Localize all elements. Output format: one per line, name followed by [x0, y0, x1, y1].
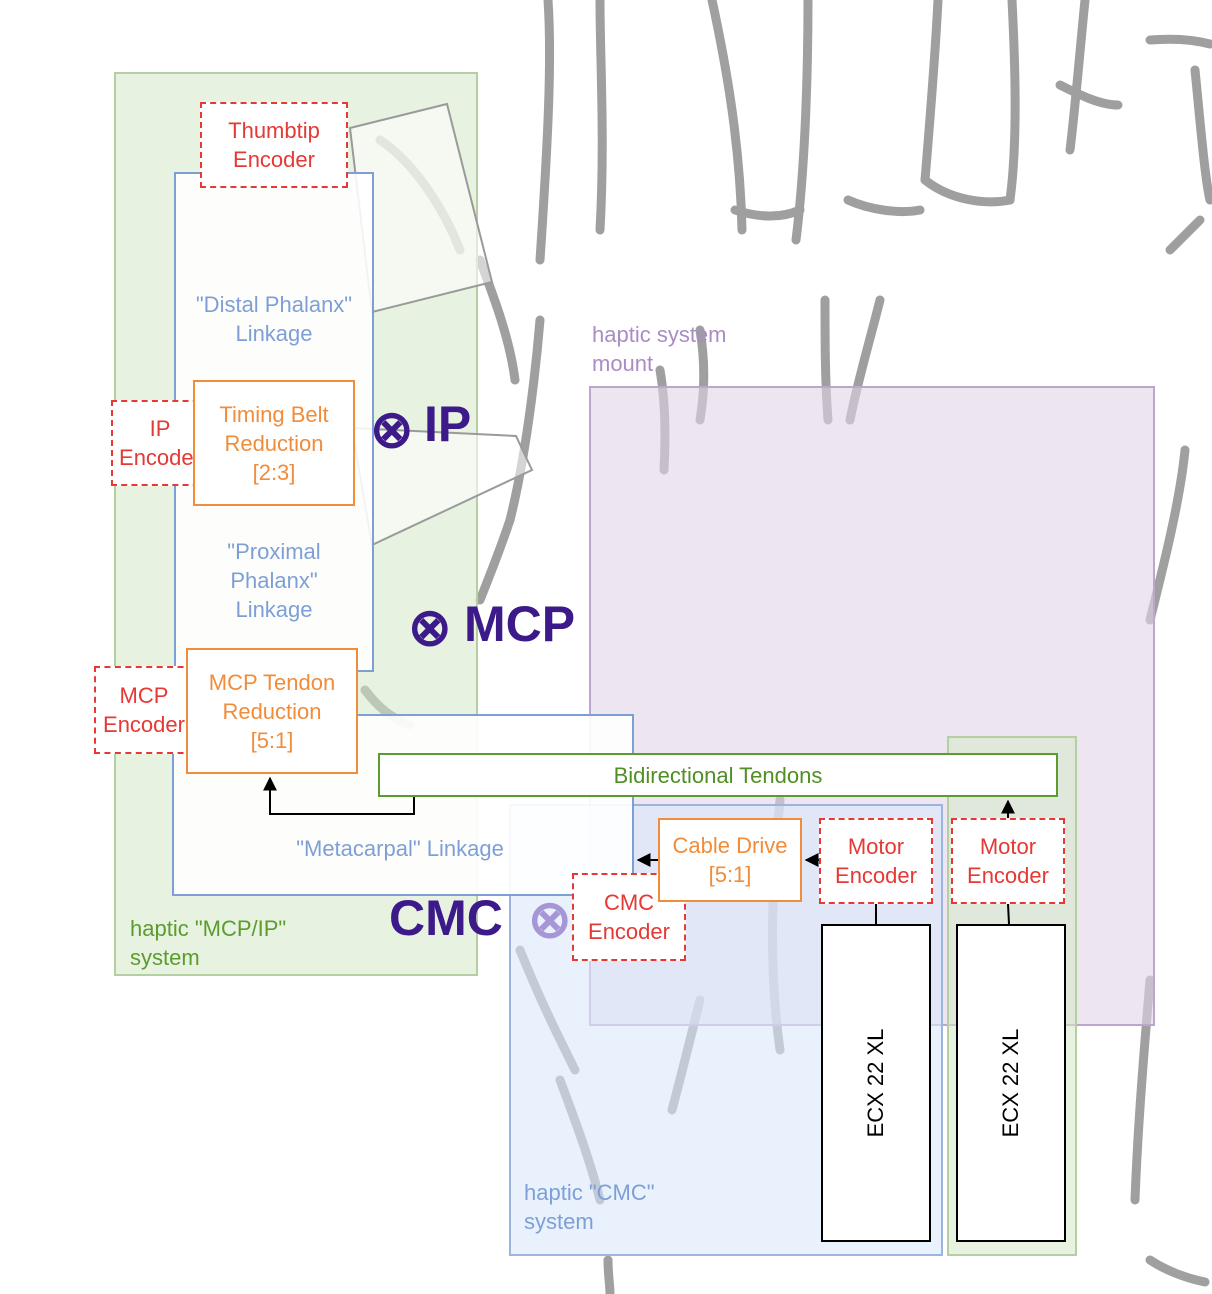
bidirectional-tendons: Bidirectional Tendons	[378, 753, 1058, 797]
proximal-phalanx-label: "Proximal Phalanx" Linkage	[227, 538, 321, 622]
cmc-system-label: haptic "CMC" system	[524, 1180, 655, 1234]
cmc-joint-label: CMC	[389, 890, 503, 946]
motor-encoder-1: Motor Encoder	[819, 818, 933, 904]
ip-encoder: IP Encoder	[111, 400, 209, 486]
mcp-tendon-reduction: MCP Tendon Reduction [5:1]	[186, 648, 358, 774]
distal-phalanx-label: "Distal Phalanx" Linkage	[195, 292, 353, 346]
cmc-joint-symbol: ⊗	[528, 891, 572, 949]
metacarpal-linkage-label: "Metacarpal" Linkage	[296, 835, 504, 861]
motor-ecx-22-xl-2: ECX 22 XL	[956, 924, 1066, 1242]
mcp-joint-label: MCP	[464, 596, 576, 652]
motor-encoder-2: Motor Encoder	[951, 818, 1065, 904]
mcp-ip-system-label: haptic "MCP/IP" system	[130, 916, 287, 970]
ip-joint-symbol: ⊗	[370, 401, 414, 459]
timing-belt-reduction: Timing Belt Reduction [2:3]	[193, 380, 355, 506]
ip-joint-label: IP	[424, 396, 472, 452]
mount-label: haptic system mount	[592, 322, 727, 376]
mcp-joint-symbol: ⊗	[408, 599, 452, 657]
cable-drive: Cable Drive [5:1]	[658, 818, 802, 902]
motor-ecx-22-xl-1: ECX 22 XL	[821, 924, 931, 1242]
thumbtip-encoder: Thumbtip Encoder	[200, 102, 348, 188]
